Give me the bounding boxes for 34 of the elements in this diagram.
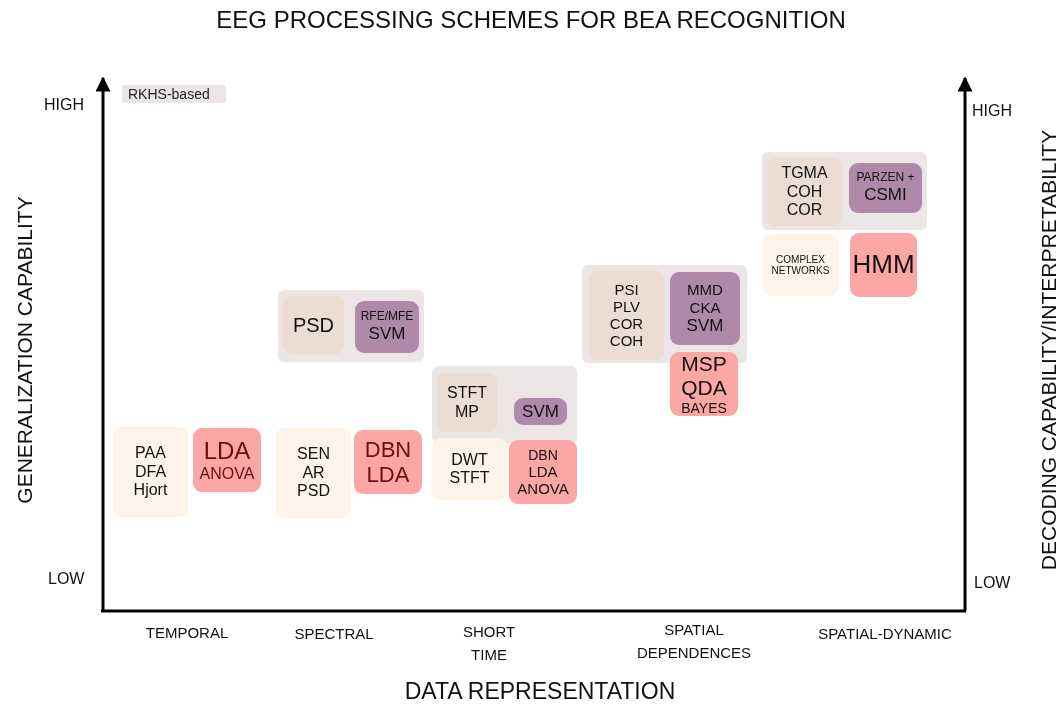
category-label: SPATIAL-DYNAMIC [818, 624, 952, 644]
feature-box: PAA DFA Hjort [113, 427, 188, 517]
axis-title: GENERALIZATION CAPABILITY [13, 196, 37, 504]
feature-box: TGMA COH COR [767, 158, 842, 226]
category-label: TEMPORAL [145, 623, 229, 643]
feature-box: COMPLEX NETWORKS [763, 234, 838, 296]
classifier-box: PARZEN + CSMI [849, 163, 922, 213]
feature-box: DWT STFT [432, 438, 507, 500]
category-label: SPATIAL DEPENDENCES [635, 620, 753, 663]
classifier-box: SVM [514, 398, 567, 425]
axis-title: DECODING CAPABILITY/INTERPRETABILITY [1037, 129, 1061, 571]
axis-title: DATA REPRESENTATION [404, 677, 676, 704]
feature-box: STFT MP [437, 373, 497, 432]
scale-label: HIGH [972, 102, 1012, 120]
feature-box: SEN AR PSD [276, 428, 351, 518]
classifier-box: DBN LDA [354, 430, 422, 494]
rkhs-panel [278, 290, 424, 362]
diagram-title: EEG PROCESSING SCHEMES FOR BEA RECOGNITION [215, 6, 847, 34]
classifier-box: MSP QDA BAYES [670, 352, 738, 416]
feature-box: PSI PLV COR COH [589, 270, 664, 360]
classifier-box: HMM [850, 233, 917, 297]
feature-box: PSD [283, 296, 344, 354]
scale-label: LOW [974, 574, 1011, 592]
classifier-box: MMD CKA SVM [670, 272, 740, 345]
rkhs-panel [762, 152, 927, 230]
category-label: SPECTRAL [294, 624, 374, 644]
scale-label: HIGH [44, 96, 84, 114]
classifier-box: RFE/MFE SVM [355, 301, 419, 353]
category-label: SHORT TIME [461, 622, 517, 665]
rkhs-panel [432, 366, 577, 443]
classifier-box: DBN LDA ANOVA [509, 440, 577, 504]
legend-label: RKHS-based [122, 85, 226, 103]
classifier-box: LDA ANOVA [193, 428, 261, 492]
scale-label: LOW [48, 570, 85, 588]
